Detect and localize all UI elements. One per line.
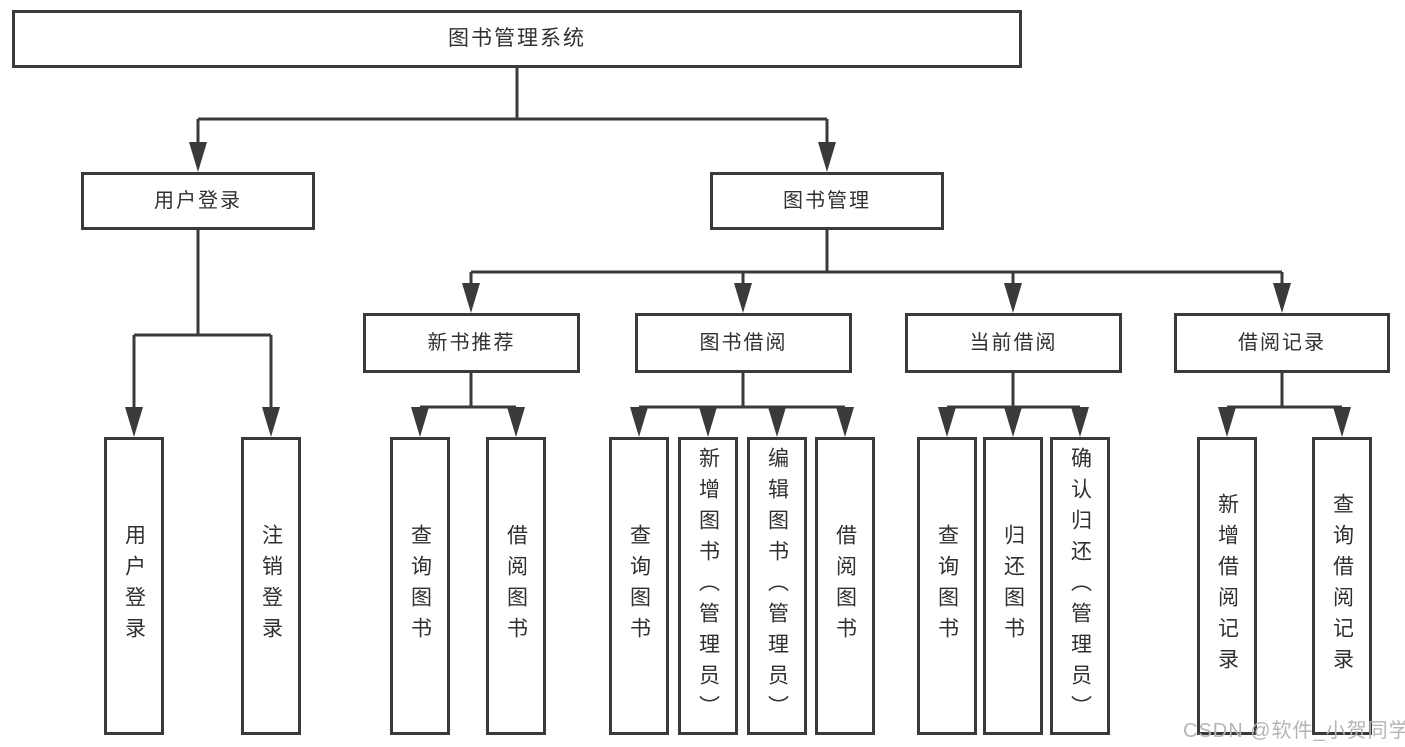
arrowhead-icon <box>125 407 143 437</box>
arrowhead-icon <box>1333 407 1351 437</box>
node-library-management-system: 图书管理系统 <box>12 10 1022 68</box>
leaf-confirm-return-admin: 确认归还（管理员） <box>1050 437 1110 735</box>
leaf-borrow-books-borrowing: 借阅图书 <box>815 437 875 735</box>
leaf-add-borrow-record: 新增借阅记录 <box>1197 437 1257 735</box>
arrowhead-icon <box>818 142 836 172</box>
connector-line <box>637 373 847 415</box>
leaf-query-books-borrowing: 查询图书 <box>609 437 669 735</box>
connector-root <box>189 68 836 172</box>
arrowhead-icon <box>189 142 207 172</box>
connector-line <box>1225 373 1344 415</box>
arrowhead-icon <box>262 407 280 437</box>
connector-book-borrowing <box>630 373 854 437</box>
arrowhead-icon <box>768 407 786 437</box>
connector-new-book-recommendation <box>411 373 525 437</box>
leaf-add-book-admin: 新增图书（管理员） <box>678 437 738 735</box>
leaf-edit-book-admin: 编辑图书（管理员） <box>747 437 807 735</box>
leaf-return-book: 归还图书 <box>983 437 1043 735</box>
leaf-logout: 注销登录 <box>241 437 301 735</box>
connector-line <box>132 230 273 415</box>
node-new-book-recommendation: 新书推荐 <box>363 313 580 373</box>
connector-current-borrowing <box>938 373 1089 437</box>
node-book-management: 图书管理 <box>710 172 944 230</box>
leaf-query-borrow-record: 查询借阅记录 <box>1312 437 1372 735</box>
arrowhead-icon <box>1218 407 1236 437</box>
arrowhead-icon <box>938 407 956 437</box>
connector-borrowing-records <box>1218 373 1351 437</box>
connector-line <box>469 230 1284 291</box>
watermark: CSDN @软件_小贺同学 <box>1183 720 1405 742</box>
leaf-query-books-recommend: 查询图书 <box>390 437 450 735</box>
node-borrowing-records: 借阅记录 <box>1174 313 1390 373</box>
arrowhead-icon <box>734 283 752 313</box>
leaf-user-login: 用户登录 <box>104 437 164 735</box>
arrowhead-icon <box>699 407 717 437</box>
node-user-login: 用户登录 <box>81 172 315 230</box>
connector-user-login <box>125 230 280 437</box>
connector-line <box>418 373 518 415</box>
connector-book-management <box>462 230 1291 313</box>
arrowhead-icon <box>1004 407 1022 437</box>
arrowhead-icon <box>836 407 854 437</box>
node-book-borrowing: 图书借阅 <box>635 313 852 373</box>
connector-line <box>196 68 829 150</box>
arrowhead-icon <box>507 407 525 437</box>
arrowhead-icon <box>411 407 429 437</box>
leaf-query-books-current: 查询图书 <box>917 437 977 735</box>
arrowhead-icon <box>462 283 480 313</box>
arrowhead-icon <box>1071 407 1089 437</box>
arrowhead-icon <box>1273 283 1291 313</box>
arrowhead-icon <box>630 407 648 437</box>
node-current-borrowing: 当前借阅 <box>905 313 1122 373</box>
leaf-borrow-books-recommend: 借阅图书 <box>486 437 546 735</box>
arrowhead-icon <box>1004 283 1022 313</box>
